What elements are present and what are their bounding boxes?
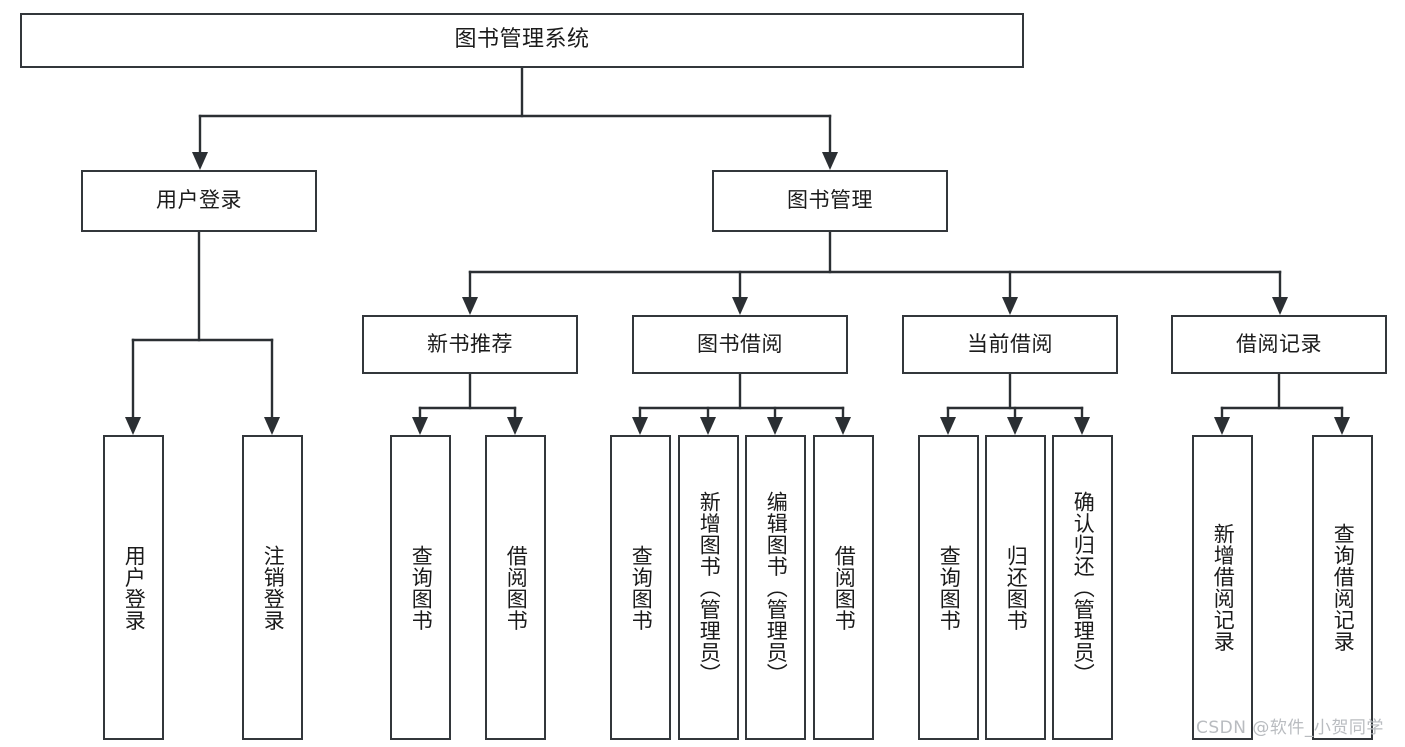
leaf-book-borrow-borrow[interactable]: 借阅图书 xyxy=(813,435,874,740)
edge-userlogin-to-leaves xyxy=(125,230,280,435)
leaf-book-borrow-query[interactable]: 查询图书 xyxy=(610,435,671,740)
node-label: 新书推荐 xyxy=(427,331,513,356)
node-label: 注销登录 xyxy=(261,544,286,631)
node-book-management[interactable]: 图书管理 xyxy=(712,170,948,232)
node-label: 查询借阅记录 xyxy=(1331,523,1356,652)
node-label: 查询图书 xyxy=(409,544,434,631)
node-new-book-recommendation[interactable]: 新书推荐 xyxy=(362,315,578,374)
edge-borrowrecord-to-leaves xyxy=(1214,372,1350,435)
node-label: 确认归还（管理员） xyxy=(1071,490,1096,685)
node-current-borrow[interactable]: 当前借阅 xyxy=(902,315,1118,374)
leaf-user-login-login[interactable]: 用户登录 xyxy=(103,435,164,740)
edge-currentborrow-to-leaves xyxy=(940,372,1090,435)
node-label: 用户登录 xyxy=(156,188,242,213)
leaf-new-book-borrow[interactable]: 借阅图书 xyxy=(485,435,546,740)
edge-newbook-to-leaves xyxy=(412,372,523,435)
node-label: 借阅图书 xyxy=(504,544,529,631)
node-label: 编辑图书（管理员） xyxy=(764,490,789,685)
node-label: 图书管理系统 xyxy=(454,27,590,53)
node-label: 用户登录 xyxy=(122,544,147,631)
node-book-borrow[interactable]: 图书借阅 xyxy=(632,315,848,374)
node-user-login[interactable]: 用户登录 xyxy=(81,170,317,232)
edge-bookmgmt-to-level3 xyxy=(462,230,1288,315)
node-label: 查询图书 xyxy=(629,544,654,631)
edge-bookborrow-to-leaves xyxy=(632,372,851,435)
node-label: 借阅图书 xyxy=(832,544,857,631)
leaf-current-borrow-query[interactable]: 查询图书 xyxy=(918,435,979,740)
node-label: 借阅记录 xyxy=(1236,331,1322,356)
leaf-book-borrow-add-admin[interactable]: 新增图书（管理员） xyxy=(678,435,739,740)
leaf-book-borrow-edit-admin[interactable]: 编辑图书（管理员） xyxy=(745,435,806,740)
csdn-watermark: CSDN @软件_小贺同学 xyxy=(1196,718,1384,738)
leaf-current-borrow-confirm-admin[interactable]: 确认归还（管理员） xyxy=(1052,435,1113,740)
node-label: 查询图书 xyxy=(937,544,962,631)
node-label: 图书管理 xyxy=(787,188,873,213)
leaf-user-login-logout[interactable]: 注销登录 xyxy=(242,435,303,740)
node-label: 新增借阅记录 xyxy=(1211,523,1236,652)
node-root-book-management-system[interactable]: 图书管理系统 xyxy=(20,13,1024,68)
leaf-borrow-record-query[interactable]: 查询借阅记录 xyxy=(1312,435,1373,740)
node-label: 当前借阅 xyxy=(967,331,1053,356)
edge-root-to-level2 xyxy=(192,66,838,170)
node-borrow-record[interactable]: 借阅记录 xyxy=(1171,315,1387,374)
node-label: 归还图书 xyxy=(1004,544,1029,631)
leaf-current-borrow-return[interactable]: 归还图书 xyxy=(985,435,1046,740)
leaf-borrow-record-add[interactable]: 新增借阅记录 xyxy=(1192,435,1253,740)
leaf-new-book-query[interactable]: 查询图书 xyxy=(390,435,451,740)
node-label: 新增图书（管理员） xyxy=(697,490,722,685)
node-label: 图书借阅 xyxy=(697,331,783,356)
